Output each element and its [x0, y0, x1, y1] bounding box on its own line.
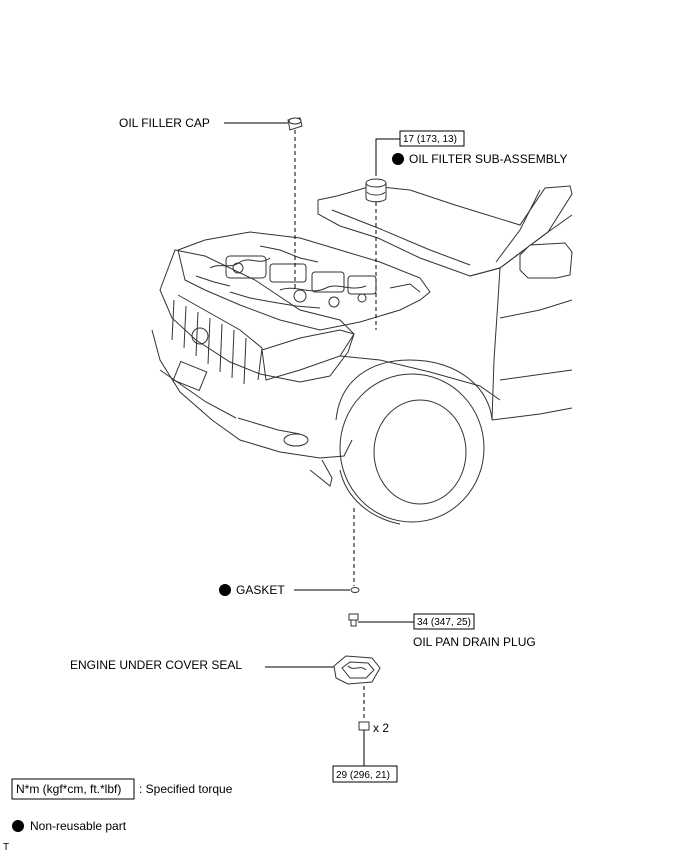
legend-torque-box [11, 778, 135, 800]
oil-filter-non-reusable-icon [392, 153, 404, 165]
oil-filter-torque-box [399, 130, 465, 147]
cover-bolt-quantity: x 2 [373, 721, 389, 735]
legend-non-reusable-label: Non-reusable part [30, 819, 127, 833]
legend-non-reusable-icon [12, 820, 24, 832]
oil-filter-icon [365, 178, 387, 203]
drain-plug-torque-box [413, 613, 475, 630]
drain-plug-torque-value: 34 (347, 25) [417, 617, 471, 628]
oil-filler-cap-icon [287, 117, 303, 131]
drain-plug-icon [348, 613, 359, 627]
vehicle-illustration [151, 185, 573, 525]
under-cover-seal-icon [333, 655, 381, 685]
legend-torque-description: : Specified torque [139, 782, 233, 796]
gasket-icon [350, 587, 360, 593]
cover-bolt-torque-box [332, 765, 398, 783]
drain-plug-label: OIL PAN DRAIN PLUG [413, 635, 536, 649]
gasket-non-reusable-icon [219, 584, 231, 596]
cover-bolt-icon [358, 721, 370, 736]
corner-mark: T [3, 842, 9, 852]
oil-filter-torque-leader [375, 138, 400, 176]
under-cover-seal-label: ENGINE UNDER COVER SEAL [70, 658, 242, 672]
oil-filter-torque-value: 17 (173, 13) [403, 134, 457, 145]
cover-bolt-torque-value: 29 (296, 21) [336, 770, 390, 781]
legend-torque-unit: N*m (kgf*cm, ft.*lbf) [16, 782, 121, 796]
oil-filler-cap-label: OIL FILLER CAP [119, 116, 210, 130]
gasket-label: GASKET [236, 583, 285, 597]
oil-filter-label: OIL FILTER SUB-ASSEMBLY [409, 152, 567, 166]
